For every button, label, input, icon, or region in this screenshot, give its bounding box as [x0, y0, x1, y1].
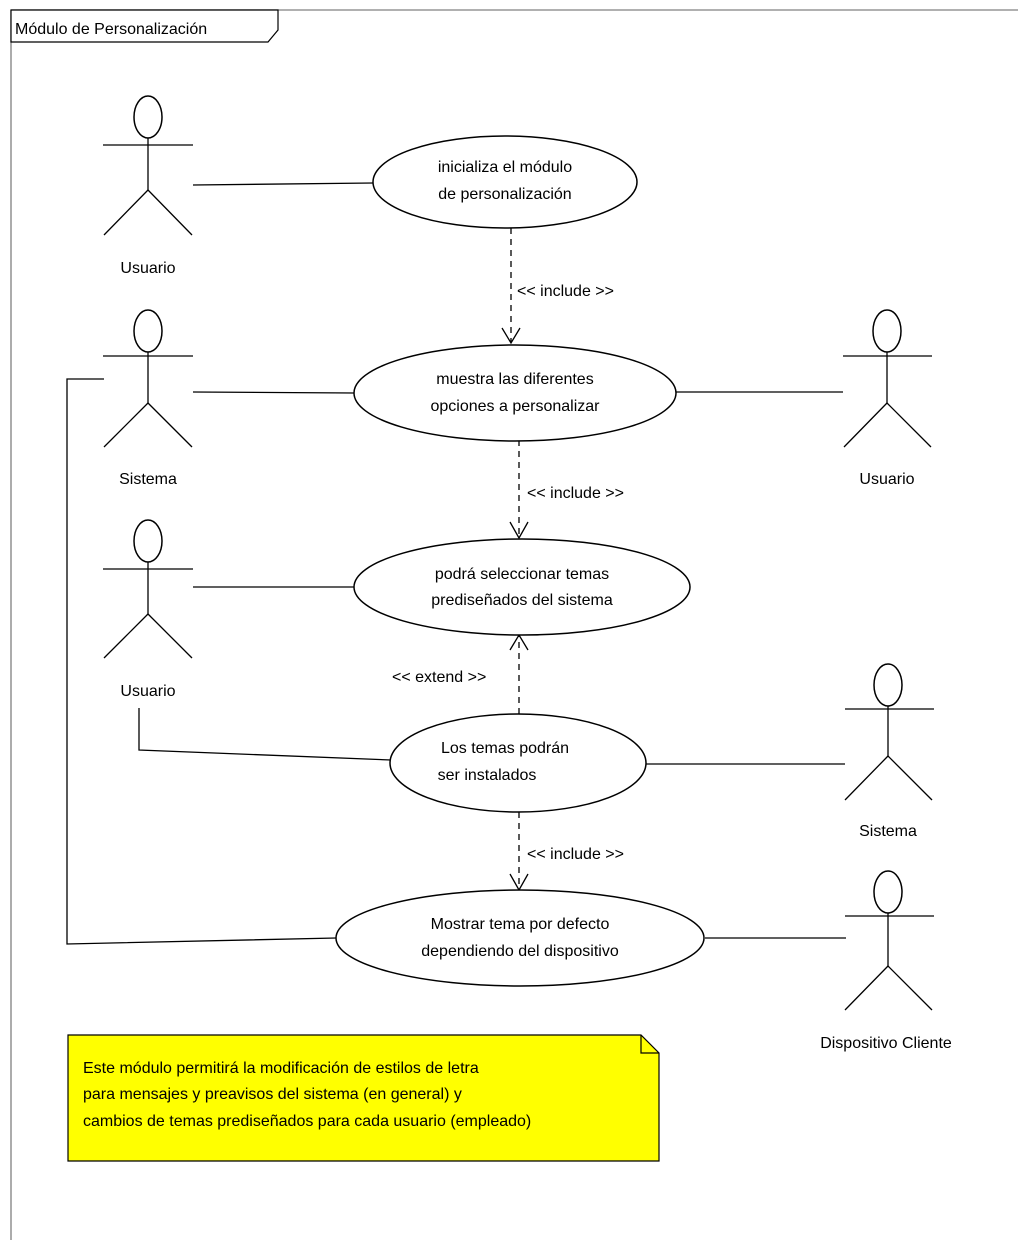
stick-figure-icon — [103, 519, 193, 659]
actor-usuario-1-label: Usuario — [120, 260, 175, 277]
include-arrowhead-2 — [509, 521, 529, 540]
association-sistema1-uc2 — [192, 391, 355, 394]
actor-sistema-1: Sistema — [103, 309, 193, 488]
use-case-uc3-line-2: prediseñados del sistema — [431, 592, 613, 609]
use-case-uc5-line-1: Mostrar tema por defecto — [431, 916, 610, 933]
frame-title-tab — [10, 9, 279, 43]
association-sistema1-uc5 — [66, 378, 337, 945]
actor-usuario-2-label: Usuario — [859, 471, 914, 488]
use-case-uc3: podrá seleccionar temas prediseñados del… — [353, 538, 691, 636]
note: Este módulo permitirá la modificación de… — [67, 1034, 660, 1162]
use-case-uc2-line-2: opciones a personalizar — [431, 398, 601, 415]
use-case-uc4-line-2: ser instalados — [438, 767, 537, 784]
use-case-uc3-line-1: podrá seleccionar temas — [435, 566, 609, 583]
use-case-uc1-line-1: inicializa el módulo — [438, 159, 572, 176]
use-case-uc5: Mostrar tema por defecto dependiendo del… — [335, 889, 705, 987]
association-usuario3-uc4 — [138, 708, 392, 761]
stick-figure-icon — [844, 870, 934, 1011]
actor-usuario-3: Usuario — [103, 519, 193, 700]
include-label-3: << include >> — [527, 846, 624, 863]
use-case-uc4-line-1: Los temas podrán — [441, 740, 569, 757]
actor-usuario-3-label: Usuario — [120, 683, 175, 700]
note-fold — [640, 1035, 659, 1054]
stick-figure-icon — [103, 309, 193, 448]
stick-figure-icon — [103, 95, 193, 236]
actor-sistema-2: Sistema — [844, 663, 934, 840]
note-line-2: para mensajes y preavisos del sistema (e… — [83, 1086, 462, 1103]
actor-sistema-1-label: Sistema — [119, 471, 177, 488]
association-usuario1-uc1 — [192, 182, 374, 186]
system-frame: Módulo de Personalización — [10, 9, 1018, 1240]
actor-usuario-1: Usuario — [103, 95, 193, 277]
note-line-1: Este módulo permitirá la modificación de… — [83, 1060, 479, 1077]
use-case-uc5-line-2: dependiendo del dispositivo — [421, 943, 619, 960]
actor-dispositivo-cliente-label: Dispositivo Cliente — [820, 1035, 952, 1052]
note-box — [67, 1034, 660, 1162]
actor-usuario-2: Usuario — [843, 309, 932, 488]
actor-dispositivo-cliente: Dispositivo Cliente — [820, 870, 952, 1052]
use-case-uc4: Los temas podrán ser instalados — [389, 713, 647, 813]
frame-title: Módulo de Personalización — [15, 21, 207, 38]
extend-label-1: << extend >> — [392, 669, 486, 686]
use-case-uc1-line-2: de personalización — [438, 186, 571, 203]
associations — [66, 182, 846, 945]
use-case-uc2-line-1: muestra las diferentes — [436, 371, 593, 388]
use-case-uc2: muestra las diferentes opciones a person… — [353, 344, 677, 442]
actor-sistema-2-label: Sistema — [859, 823, 917, 840]
include-label-2: << include >> — [527, 485, 624, 502]
note-line-3: cambios de temas prediseñados para cada … — [83, 1113, 531, 1130]
stick-figure-icon — [843, 309, 932, 448]
dependencies: << include >> << include >> << extend >>… — [392, 228, 624, 892]
stick-figure-icon — [844, 663, 934, 801]
include-label-1: << include >> — [517, 283, 614, 300]
include-arrowhead-1 — [501, 327, 521, 345]
use-case-uc1: inicializa el módulo de personalización — [372, 135, 638, 229]
